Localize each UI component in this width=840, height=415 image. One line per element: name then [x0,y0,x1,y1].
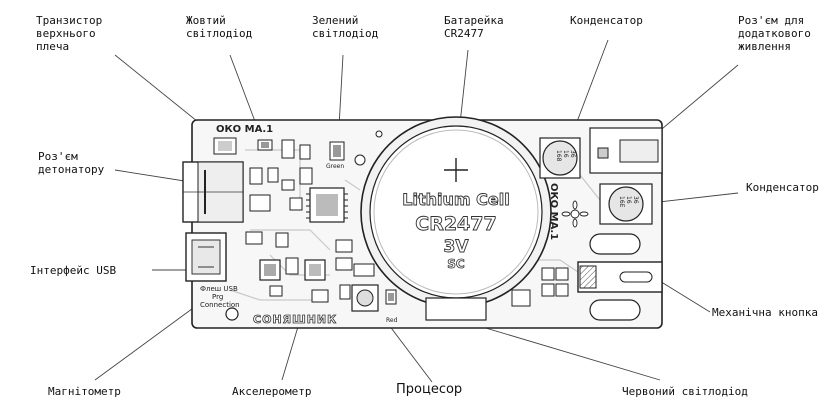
cap-top-text-1: 36 [569,150,576,158]
capacitor-top: 36 16 168 [539,137,581,179]
silk-usb-line-1: Флеш USB [200,285,238,293]
small-component [511,289,531,307]
battery-text-line-3: 3V [444,237,470,257]
red-led [385,289,397,305]
small-component [555,267,569,281]
small-component [249,194,271,212]
small-component [335,257,353,271]
cap-top-text-2: 16 [562,150,569,158]
label-yellow-led: Жовтий світлодіод [186,14,253,40]
small-component [245,231,263,245]
board-slot [589,299,641,321]
board-slot [589,233,641,255]
silk-green: Green [326,163,344,170]
small-component [335,239,353,253]
label-usb: Інтерфейс USB [30,264,117,277]
small-component [299,167,313,185]
silk-usb-line-3: Connection [200,301,240,309]
detonator-connector [182,161,244,223]
small-component [281,179,295,191]
small-component [555,283,569,297]
silk-usb-line-2: Prg [212,293,223,301]
small-component [541,267,555,281]
label-transistor: Транзистор верхнього плеча [36,14,103,53]
capacitor-right: 36 16 16E [599,183,653,225]
small-component [281,139,295,159]
small-component [353,263,375,277]
small-component [339,284,351,300]
via [354,154,366,166]
battery-text-line-4: SC [447,257,465,271]
label-button: Механічна кнопка [712,306,818,319]
label-detonator: Роз'єм детонатору [38,150,105,176]
label-green-led: Зелений світлодіод [312,14,379,40]
small-component [285,257,299,275]
small-component [311,289,329,303]
high-side-transistor [213,137,237,155]
via [375,130,383,138]
cap-right-text-3: 16E [618,196,625,208]
green-led [329,141,345,161]
small-component [541,283,555,297]
label-capacitor-top: Конденсатор [570,14,643,27]
mechanical-button [577,261,663,293]
processor-chip [306,187,348,223]
label-magnetometer: Магнітометр [48,385,121,398]
label-battery: Батарейка CR2477 [444,14,504,40]
accelerometer-chip [304,259,326,281]
board-side-title: ОКО МА.1 [548,183,559,240]
small-component [249,167,263,185]
small-component [299,144,311,160]
board-title: ОКО МА.1 [216,124,273,135]
mounting-hole [225,307,239,321]
yellow-led [257,139,273,151]
cap-right-text-1: 36 [632,196,639,204]
battery-text-line-1: Lithium Cell [402,190,509,209]
silk-red: Red [386,317,398,324]
aux-power-connector [589,127,663,174]
cap-top-text-3: 168 [555,150,562,162]
magnetometer-chip [259,259,281,281]
usb-connector [185,232,227,282]
board-brand: СОНЯШНИК [253,313,337,326]
board: ОКО МА.1 ОКО МА.1 Флеш USB Prg Connectio… [182,116,663,329]
small-component [267,167,279,183]
small-component [275,232,289,248]
label-red-led: Червоний світлодіод [622,385,748,398]
battery-holder: Lithium Cell CR2477 3V SC [360,116,552,321]
small-component [269,285,283,297]
sunflower-logo [561,200,589,228]
battery-text-line-2: CR2477 [415,213,496,235]
label-accelerometer: Акселерометр [232,385,312,398]
label-capacitor-right: Конденсатор [746,181,819,194]
cap-right-text-2: 16 [625,196,632,204]
small-component [289,197,303,211]
label-aux-power: Роз'єм для додаткового живлення [738,14,811,53]
label-processor: Процесор [396,382,463,397]
reset-button [351,284,379,312]
